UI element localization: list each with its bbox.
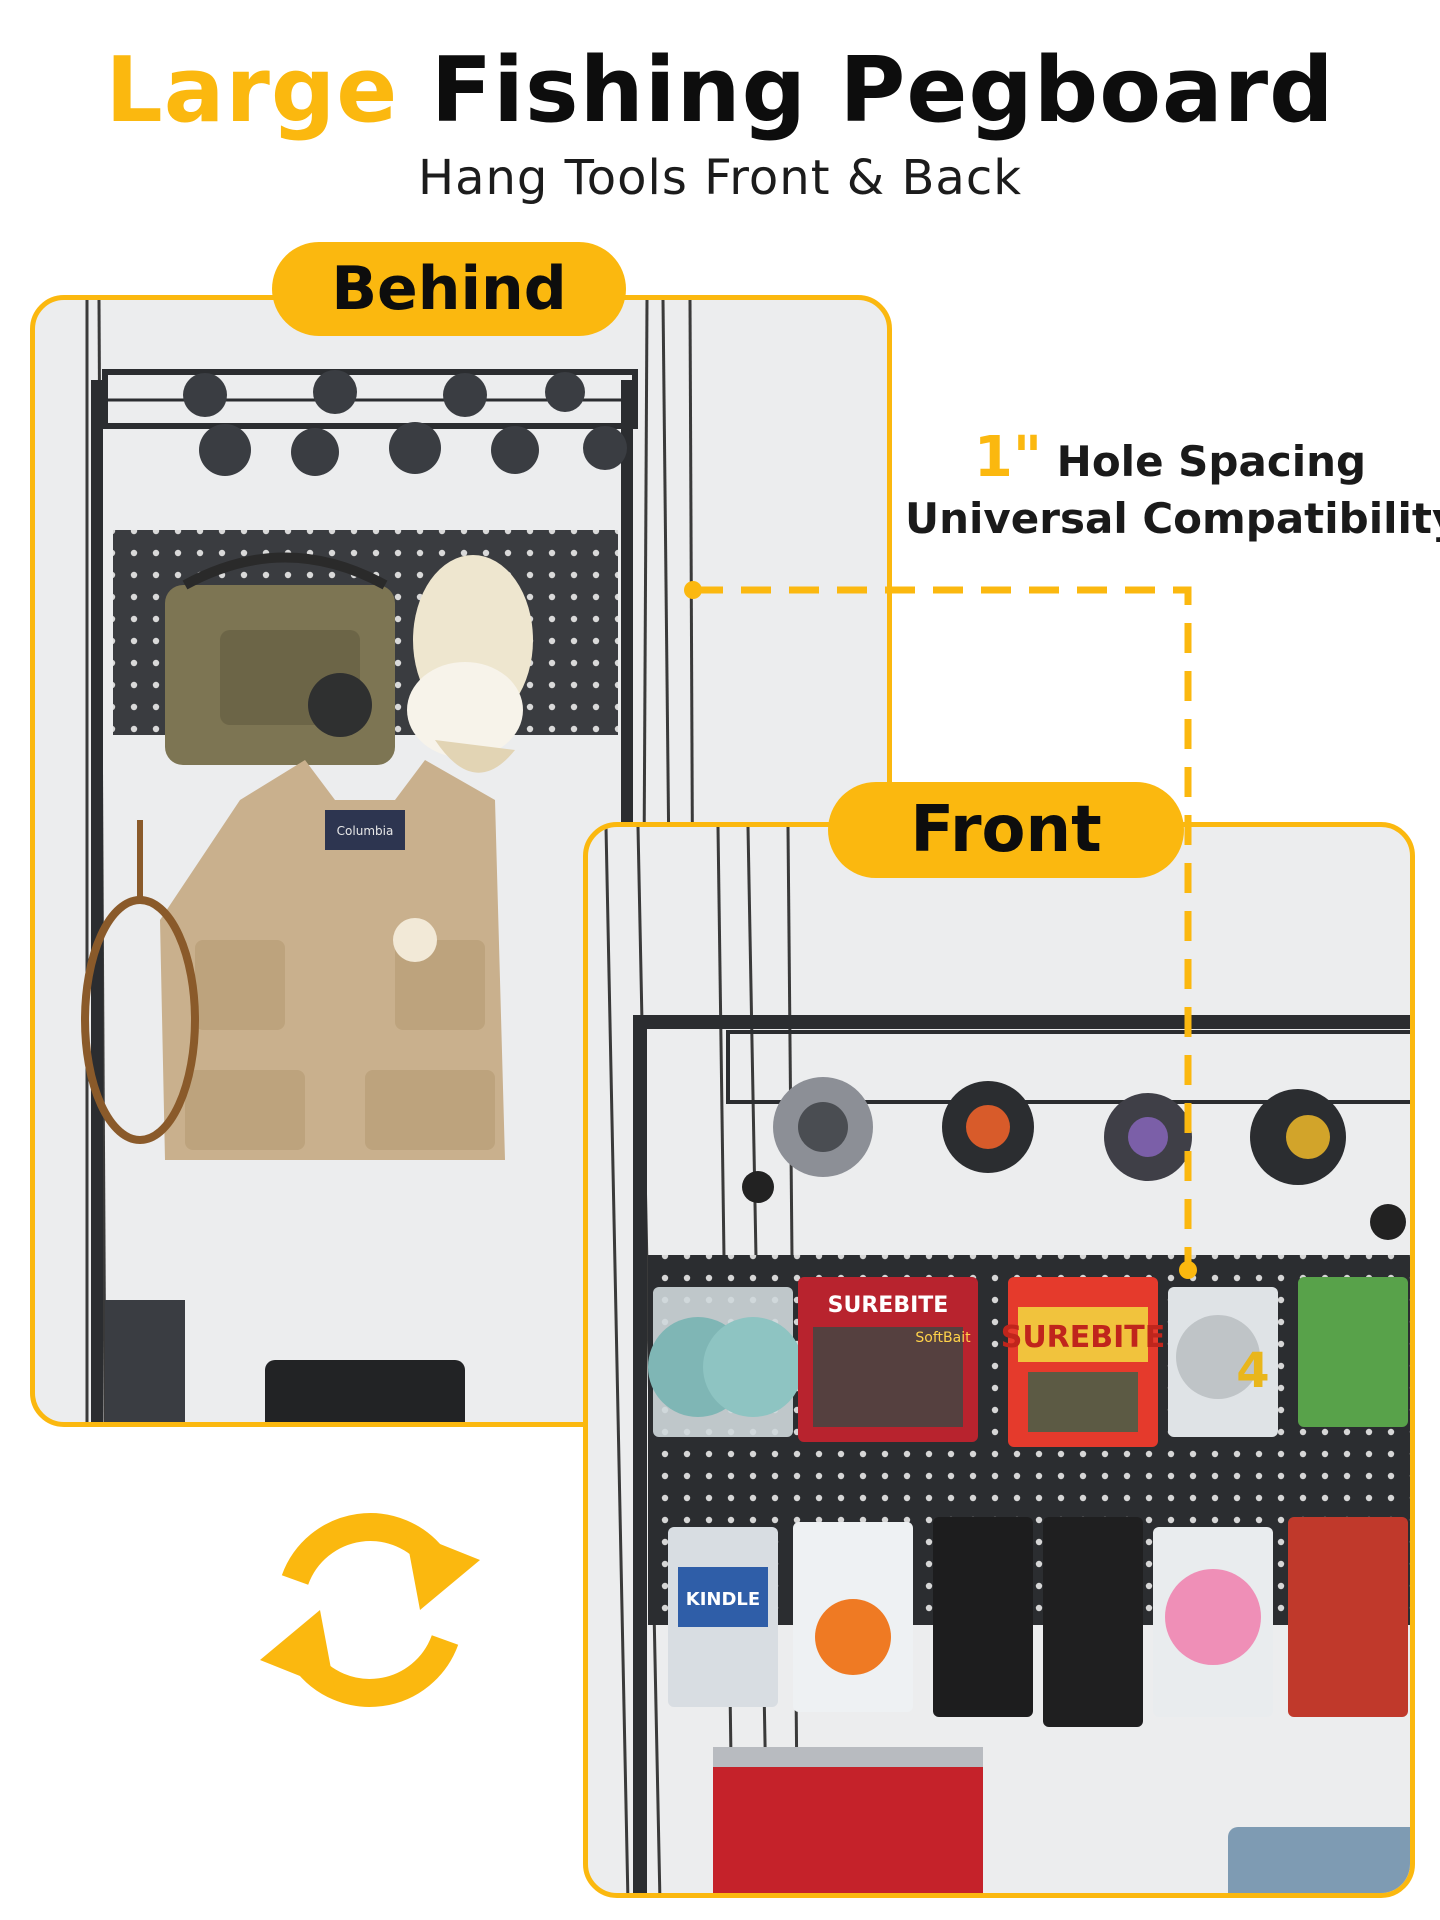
behind-label: Behind [272, 242, 626, 336]
hole-spacing-value: 1" [973, 425, 1043, 490]
pack-brand-left: SUREBITE [828, 1293, 949, 1318]
title-main: Fishing Pegboard [430, 38, 1335, 143]
hole-spacing-label: Hole Spacing [1056, 437, 1367, 486]
vest-brand-label: Columbia [337, 824, 394, 838]
svg-text:4: 4 [1236, 1343, 1269, 1399]
hole-spacing-row: 1" Hole Spacing [905, 425, 1435, 490]
front-rack-illustration: SUREBITE SoftBait SUREBITE 4 KINDLE [604, 827, 1410, 1893]
braid-pack: 4 [1168, 1287, 1278, 1437]
pack-softbait-label: SoftBait [915, 1330, 971, 1346]
front-label: Front [828, 782, 1184, 878]
front-photo-panel: SUREBITE SoftBait SUREBITE 4 KINDLE [583, 822, 1415, 1898]
page-subtitle: Hang Tools Front & Back [417, 150, 1023, 206]
rotate-arrows-icon [260, 1513, 480, 1707]
cap [407, 555, 533, 773]
compatibility-label: Universal Compatibility [905, 494, 1440, 543]
reels-front [742, 1077, 1406, 1240]
pack-kindle-label: KINDLE [686, 1589, 760, 1610]
hole-spacing-callout: 1" Hole Spacing Universal Compatibility [905, 425, 1440, 543]
softbait-pack-center: SUREBITE [1001, 1277, 1166, 1447]
title-accent: Large [105, 38, 399, 143]
bottom-packs: KINDLE [668, 1517, 1408, 1727]
vest: Columbia [160, 760, 505, 1160]
softbait-pack-left: SUREBITE SoftBait [798, 1277, 978, 1442]
reels-top [183, 370, 627, 476]
line-spool-packs [648, 1287, 803, 1437]
behind-rack-illustration: Columbia [81, 300, 697, 1422]
page-title: Large Fishing Pegboard [0, 38, 1440, 143]
pack-brand-center: SUREBITE [1001, 1320, 1166, 1355]
landing-net [81, 820, 199, 1144]
shoulder-bag [165, 552, 395, 765]
